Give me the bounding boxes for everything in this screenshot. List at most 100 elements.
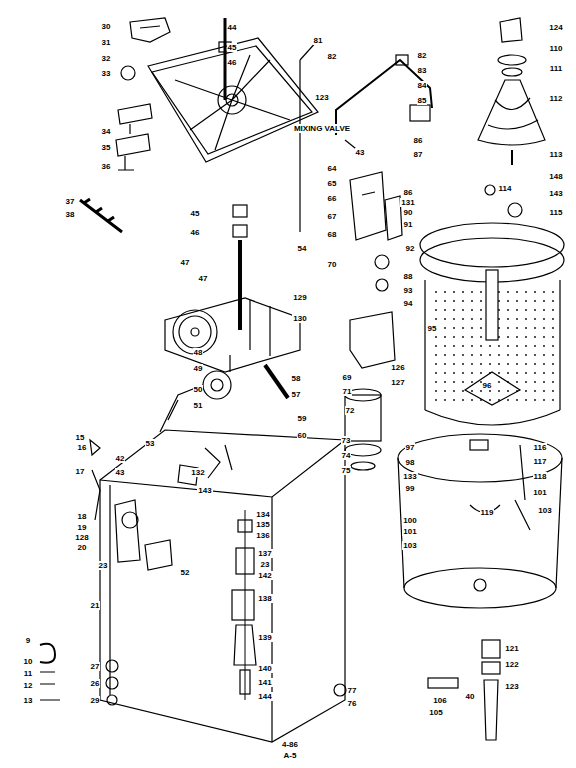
callout-number: 123 [314, 93, 329, 102]
callout-number: 43 [115, 468, 126, 477]
callout-number: 103 [537, 506, 552, 515]
callout-number: 38 [65, 210, 76, 219]
callout-number: 117 [533, 457, 548, 466]
callout-number: 127 [390, 378, 405, 387]
callout-number: 48 [193, 348, 204, 357]
callout-number: 103 [402, 541, 417, 550]
callout-number: 100 [402, 516, 417, 525]
callout-number: 111 [549, 64, 563, 73]
callout-number: 30 [101, 22, 112, 31]
callout-number: 40 [465, 692, 476, 701]
callout-number: 97 [405, 443, 416, 452]
callout-number: 96 [482, 381, 493, 390]
callout-number: 10 [23, 657, 34, 666]
callout-number: 135 [255, 520, 270, 529]
callout-number: 58 [291, 374, 302, 383]
callout-number: 138 [257, 594, 272, 603]
callout-number: 105 [428, 708, 443, 717]
callout-number: 42 [115, 454, 126, 463]
callout-number: 4-86 [281, 740, 299, 749]
callout-number: 60 [297, 431, 308, 440]
callout-number: 32 [101, 54, 112, 63]
callout-number: 112 [549, 94, 564, 103]
callout-number: 47 [180, 258, 191, 267]
callout-number: 33 [101, 69, 112, 78]
callout-number: 26 [90, 679, 101, 688]
callout-number: 20 [77, 543, 88, 552]
callout-number: 91 [403, 220, 414, 229]
callout-number: 18 [77, 512, 88, 521]
callout-number: 43 [355, 148, 366, 157]
callout-number: 118 [533, 472, 548, 481]
callout-number: 71 [342, 387, 353, 396]
callout-number: 101 [532, 488, 547, 497]
callout-number: 47 [198, 274, 209, 283]
callout-number: 141 [257, 678, 272, 687]
callout-number: 95 [427, 324, 438, 333]
callout-number: 35 [101, 143, 112, 152]
callout-number: 137 [257, 549, 272, 558]
callout-number: 134 [255, 510, 270, 519]
callout-number: 76 [347, 699, 358, 708]
callout-number: 46 [227, 58, 238, 67]
callout-number: 68 [327, 230, 338, 239]
callout-number: 15 [75, 433, 86, 442]
callout-number: 29 [90, 696, 101, 705]
callout-number: 51 [193, 401, 204, 410]
callout-number: 92 [405, 244, 416, 253]
callout-number: 75 [341, 466, 352, 475]
callout-number: 23 [98, 561, 109, 570]
callout-number: 59 [297, 414, 308, 423]
callout-number: 143 [197, 486, 212, 495]
callout-number: 66 [327, 194, 338, 203]
callout-number: 88 [403, 272, 414, 281]
callout-number: 110 [549, 44, 564, 53]
callout-number: 45 [227, 43, 238, 52]
callout-number: 148 [548, 172, 563, 181]
callout-number: 98 [405, 458, 416, 467]
callout-number: 121 [504, 644, 519, 653]
callout-number: 144 [257, 692, 272, 701]
callout-number: 113 [549, 150, 564, 159]
callout-number: 64 [327, 164, 338, 173]
callout-number: 49 [193, 364, 204, 373]
callout-number: 19 [77, 523, 88, 532]
callout-number: 116 [533, 443, 548, 452]
callout-number: 99 [405, 484, 416, 493]
callout-number: 130 [292, 314, 307, 323]
callout-number: 86 [413, 136, 424, 145]
callout-number: 12 [23, 681, 34, 690]
callout-number: 86 [403, 188, 414, 197]
callout-number: 124 [548, 23, 563, 32]
callout-number: 73 [341, 436, 352, 445]
callout-number: 132 [190, 468, 205, 477]
callout-number: 11 [23, 669, 33, 678]
callout-number: A-5 [283, 751, 298, 760]
callout-number: 17 [75, 467, 86, 476]
callout-number: 50 [193, 385, 204, 394]
callout-number: 114 [498, 184, 513, 193]
callout-number: 45 [190, 209, 201, 218]
callout-number: 77 [347, 686, 358, 695]
callout-number: 21 [90, 601, 101, 610]
callout-number: 57 [291, 390, 302, 399]
callout-number: 69 [342, 373, 353, 382]
callout-number: 115 [549, 208, 564, 217]
callout-number: 136 [255, 531, 270, 540]
callout-number: 139 [257, 633, 272, 642]
callout-number: 31 [101, 38, 112, 47]
callout-number: 123 [504, 682, 519, 691]
callout-number: 126 [390, 363, 405, 372]
callout-number: 90 [403, 208, 414, 217]
callout-number: MIXING VALVE [293, 124, 351, 133]
callout-number: 142 [257, 571, 272, 580]
callout-number: 140 [257, 664, 272, 673]
callout-number: 44 [227, 23, 238, 32]
callout-number: 72 [345, 406, 356, 415]
callout-number: 82 [327, 52, 338, 61]
callout-number: 74 [341, 451, 352, 460]
callout-number: 70 [327, 260, 338, 269]
callout-number: 65 [327, 179, 338, 188]
callout-number: 119 [480, 508, 495, 517]
callout-number: 27 [90, 662, 101, 671]
